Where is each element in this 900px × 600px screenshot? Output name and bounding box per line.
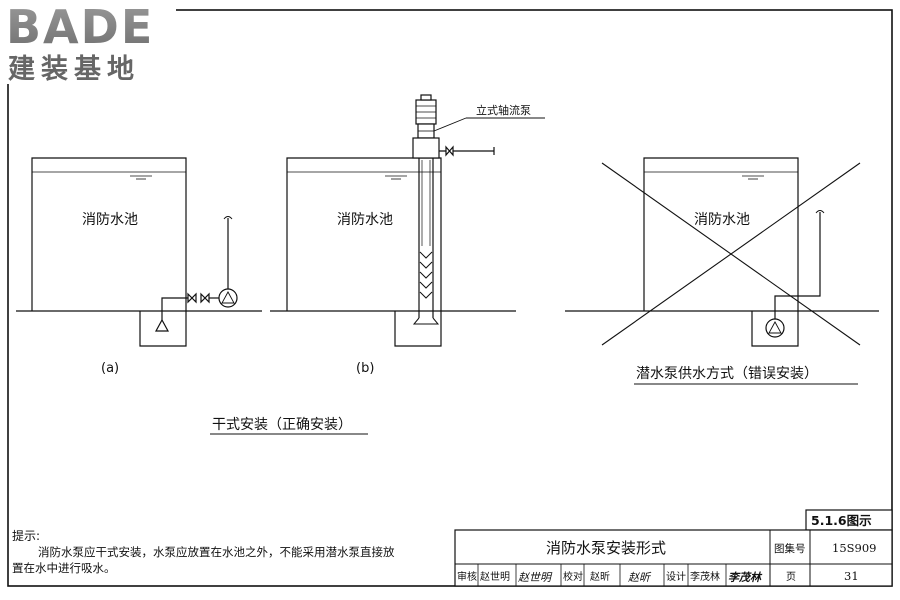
suction-pipe-a — [161, 297, 188, 320]
drawing-title: 消防水泵安装形式 — [546, 539, 666, 557]
pump-callout-leader — [433, 117, 467, 132]
drawing-frame — [7, 9, 893, 587]
page-number: 31 — [844, 569, 859, 583]
atlas-number: 15S909 — [832, 541, 876, 555]
design-label: 设计 — [666, 570, 686, 583]
cross-out-line-2 — [601, 162, 861, 346]
tank-c-label: 消防水池 — [694, 212, 750, 228]
pump-callout-label: 立式轴流泵 — [476, 103, 531, 117]
caption-ab: 干式安装（正确安装） — [212, 417, 352, 433]
title-block — [454, 509, 893, 587]
tank-a-outline — [31, 157, 187, 311]
check-label: 校对 — [563, 570, 583, 583]
tank-b-outline — [286, 157, 442, 311]
sump-b — [394, 311, 442, 347]
design-signature: 李茂林 — [728, 571, 763, 584]
check-signature: 赵昕 — [628, 571, 652, 584]
page-label: 页 — [786, 571, 796, 583]
figure-b — [270, 94, 545, 347]
caption-b: (b) — [356, 361, 374, 376]
tank-b-label: 消防水池 — [337, 212, 393, 228]
tank-a-label: 消防水池 — [82, 212, 138, 228]
note-block: 提示: 消防水泵应干式安装，水泵应放置在水池之外，不能采用潜水泵直接放 置在水中… — [12, 528, 452, 576]
sump-c — [751, 311, 799, 347]
caption-c: 潜水泵供水方式（错误安装） — [636, 366, 818, 382]
logo-sub-text: 建装基地 — [8, 54, 140, 85]
foot-valve-a — [154, 318, 170, 332]
title-block-frame — [454, 529, 893, 587]
logo-backdrop — [0, 0, 176, 84]
figure-number: 5.1.6图示 — [811, 513, 872, 528]
note-title: 提示: — [12, 529, 41, 543]
figure-c — [565, 157, 879, 347]
design-name: 李茂林 — [690, 570, 720, 583]
review-name: 赵世明 — [480, 570, 510, 583]
atlas-label: 图集号 — [774, 542, 806, 555]
note-line-2: 置在水中进行吸水。 — [12, 561, 116, 575]
riser-pipe-c — [774, 212, 821, 319]
figure-a — [16, 157, 262, 347]
sump-a — [139, 311, 187, 347]
review-label: 审核 — [457, 570, 477, 583]
review-signature: 赵世明 — [518, 571, 553, 584]
note-line-1: 消防水泵应干式安装，水泵应放置在水池之外，不能采用潜水泵直接放 — [38, 545, 395, 559]
tank-c-outline — [643, 157, 799, 311]
caption-a: (a) — [101, 361, 119, 376]
logo-brand-text: BADE — [6, 0, 154, 54]
check-name: 赵昕 — [590, 570, 610, 583]
